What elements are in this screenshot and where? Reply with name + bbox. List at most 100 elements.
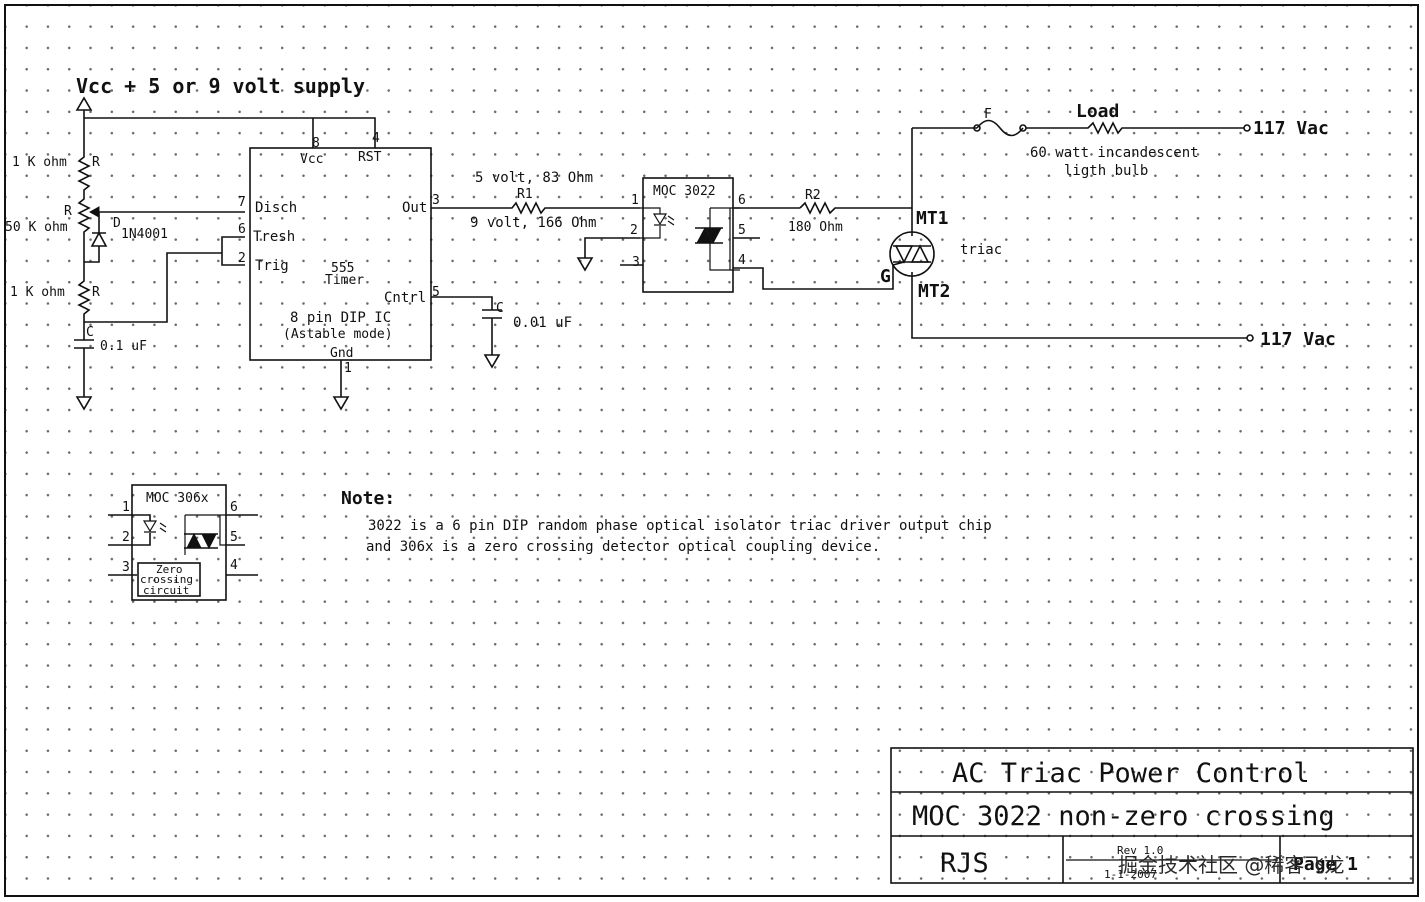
vac-bottom-label: 117 Vac (1260, 329, 1336, 350)
wire-vcc-bus (84, 117, 376, 148)
triac-body (889, 231, 935, 277)
pin-label: 2 (238, 251, 246, 266)
pin-label: 3 (432, 193, 440, 208)
note-line-2: and 306x is a zero crossing detector opt… (366, 539, 880, 555)
led-emitter-symbol (640, 207, 675, 239)
ground-symbol (332, 396, 350, 411)
title-block-author: RJS (940, 848, 989, 879)
capacitor-c2 (431, 296, 502, 355)
capacitor-c1 (74, 335, 94, 397)
pin-label: 6 (238, 222, 246, 237)
pin-label: 2 (122, 530, 130, 545)
zc-line-2: crossing (140, 573, 193, 586)
r-top-ref: R (92, 155, 100, 170)
led-emitter-symbol (142, 520, 167, 533)
moc306x-body (131, 484, 227, 601)
resistor-r2 (799, 201, 912, 215)
title-block-subtitle: MOC 3022 non-zero crossing (912, 801, 1335, 832)
moc306x-leads (108, 514, 258, 576)
title-block-rev-date: 1-1-2007 (1104, 868, 1157, 881)
r-bot-value: 1 K ohm (10, 285, 65, 300)
r1-value-5v: 5 volt, 83 Ohm (475, 170, 593, 186)
ic-tresh-label: Tresh (253, 229, 295, 245)
zc-line-1: Zero (156, 563, 183, 576)
pin-label: 7 (238, 195, 246, 210)
ground-symbol (75, 396, 93, 411)
load-resistor (1026, 121, 1244, 135)
ic-disch-label: Disch (255, 200, 297, 216)
title-block (890, 747, 1414, 884)
potentiometer (77, 195, 91, 262)
fuse-symbol (976, 119, 1024, 137)
resistor-r-top (77, 152, 91, 195)
title-block-rev: Rev 1.0 (1117, 844, 1163, 857)
pot-value: 50 K ohm (5, 220, 68, 235)
moc3022-name: MOC 3022 (653, 184, 716, 199)
triac-driver-symbol (695, 207, 740, 271)
wire-gnd (584, 237, 640, 258)
ground-symbol (483, 354, 501, 369)
note-heading: Note: (341, 488, 395, 509)
pin-label: 6 (230, 500, 238, 515)
wire-moc-out (733, 207, 800, 239)
wire-ac (911, 128, 1247, 339)
pin-label: 4 (738, 253, 746, 268)
ic-name-timer: Timer (325, 273, 364, 288)
pin-label: 5 (432, 285, 440, 300)
ic-desc-1: 8 pin DIP IC (290, 310, 391, 326)
pin-label: 1 (122, 500, 130, 515)
triac-symbol (892, 244, 931, 266)
ic-vcc-label: Vcc (300, 152, 323, 167)
terminal (1246, 334, 1254, 342)
note-line-1: 3022 is a 6 pin DIP random phase optical… (368, 518, 992, 534)
r1-ref: R1 (517, 187, 533, 202)
cntrl-cap-value: 0.01 uF (513, 315, 572, 331)
wire-gate (733, 265, 894, 290)
pot-ref: R (64, 204, 72, 219)
ic-cntrl-label: Cntrl (384, 290, 426, 306)
ground-symbol (576, 257, 594, 272)
resistor-r1 (431, 201, 640, 215)
pin-label: 2 (630, 223, 638, 238)
pin-label: 3 (632, 255, 640, 270)
supply-label: Vcc + 5 or 9 volt supply (76, 74, 365, 98)
pot-wiper-arrow (88, 206, 100, 218)
cap-ref: C (86, 325, 94, 340)
wire-trig-tresh (84, 236, 245, 323)
pin-label: 6 (738, 193, 746, 208)
vcc-arrow-symbol (75, 96, 93, 111)
diode-symbol (90, 224, 108, 247)
ic-desc-2: (Astable mode) (283, 327, 393, 342)
r2-value: 180 Ohm (788, 220, 843, 235)
r-bot-ref: R (92, 285, 100, 300)
schematic-sheet (4, 4, 1419, 897)
ic-out-label: Out (402, 200, 427, 216)
load-desc-1: 60 watt incandescent (1030, 145, 1199, 161)
cntrl-cap-ref: C (496, 301, 504, 316)
pin-label: 4 (230, 558, 238, 573)
pin-label: 5 (738, 223, 746, 238)
pin-label: 5 (230, 530, 238, 545)
triac-gate: G (880, 266, 891, 287)
fuse-label: F (984, 107, 992, 122)
ic-gnd-label: Gnd (330, 346, 353, 361)
ic-trig-label: Trig (255, 258, 289, 274)
pin-label: 4 (372, 131, 380, 146)
r-top-value: 1 K ohm (12, 155, 67, 170)
title-block-title: AC Triac Power Control (952, 758, 1310, 789)
watermark: 掘金技术社区 @稀客飞龙 (1118, 853, 1344, 877)
triac-mt2: MT2 (918, 281, 951, 302)
triac-mt1: MT1 (916, 208, 949, 229)
resistor-r-bottom (77, 262, 91, 335)
wire-diode (84, 211, 245, 263)
diode-ref: D (113, 216, 121, 231)
moc3022-body (642, 177, 734, 293)
diode-part: 1N4001 (121, 227, 168, 242)
zero-crossing-box (137, 562, 201, 597)
pin-label: 8 (312, 136, 320, 151)
cap-value: 0.1 uF (100, 339, 147, 354)
load-desc-2: ligth bulb (1064, 163, 1148, 179)
r2-ref: R2 (805, 188, 821, 203)
title-block-page: Page 1 (1293, 854, 1358, 875)
